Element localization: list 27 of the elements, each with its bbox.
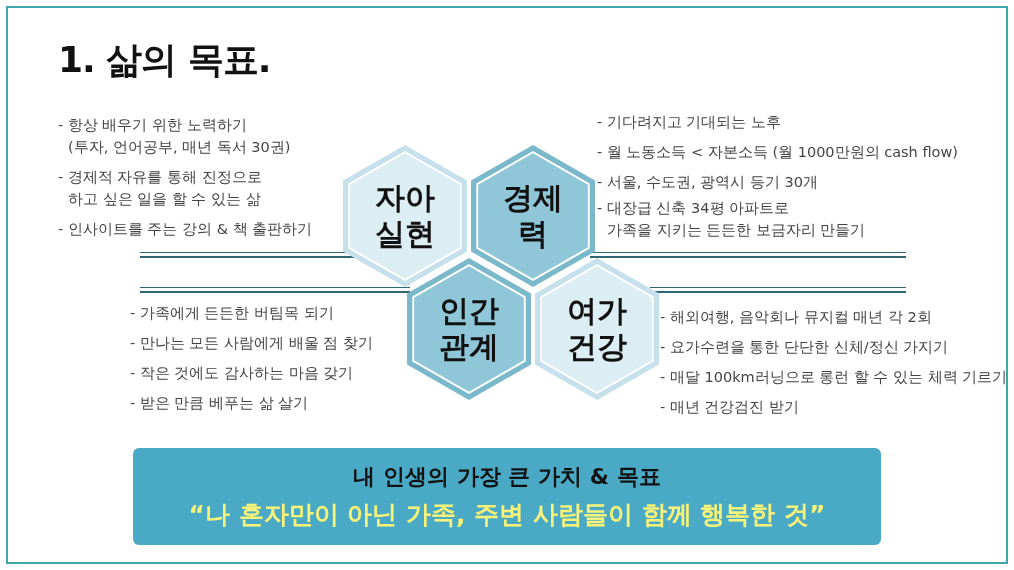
list-item: - 가족에게 든든한 버팀목 되기 — [130, 304, 334, 323]
hexagon — [471, 145, 595, 287]
list-item: - 대장급 신축 34평 아파트로 가족을 지키는 든든한 보금자리 만들기 — [597, 199, 866, 240]
list-item: - 매년 건강검진 받기 — [660, 398, 800, 417]
banner — [133, 448, 881, 545]
list-item: - 요가수련을 통한 단단한 신체/정신 가지기 — [660, 338, 949, 357]
hexagon-label: 자아 실현 — [374, 180, 436, 252]
hexagon-label: 여가 건강 — [566, 293, 628, 365]
list-item: - 인사이트를 주는 강의 & 책 출판하기 — [58, 220, 313, 239]
list-item: - 작은 것에도 감사하는 마음 갖기 — [130, 364, 354, 383]
list-item: - 서울, 수도권, 광역시 등기 30개 — [597, 173, 818, 192]
list-item: - 항상 배우기 위한 노력하기 (투자, 언어공부, 매년 독서 30권) — [58, 116, 291, 157]
list-item: - 기다려지고 기대되는 노후 — [597, 113, 782, 132]
slide-title: 1. 삶의 목표. — [58, 38, 271, 82]
list-item: - 만나는 모든 사람에게 배울 점 찾기 — [130, 334, 373, 353]
list-item: - 해외여행, 음악회나 뮤지컬 매년 각 2회 — [660, 308, 932, 327]
banner-heading: 내 인생의 가장 큰 가치 & 목표 — [352, 463, 662, 491]
list-item: - 경제적 자유를 통해 진정으로 하고 싶은 일을 할 수 있는 삶 — [58, 168, 262, 209]
list-item: - 월 노동소득 < 자본소득 (월 1000만원의 cash flow) — [597, 143, 958, 162]
banner-quote: “나 혼자만이 아닌 가족, 주변 사람들이 함께 행복한 것” — [187, 499, 827, 531]
hexagon-label: 경제력 — [502, 180, 564, 252]
hexagon — [407, 258, 531, 400]
hexagon — [535, 258, 659, 400]
list-item: - 받은 만큼 베푸는 삶 살기 — [130, 394, 309, 413]
hexagon-label: 인간 관계 — [438, 293, 500, 365]
list-item: - 매달 100km러닝으로 롱런 할 수 있는 체력 기르기 — [660, 368, 1008, 387]
hexagon — [343, 145, 467, 287]
